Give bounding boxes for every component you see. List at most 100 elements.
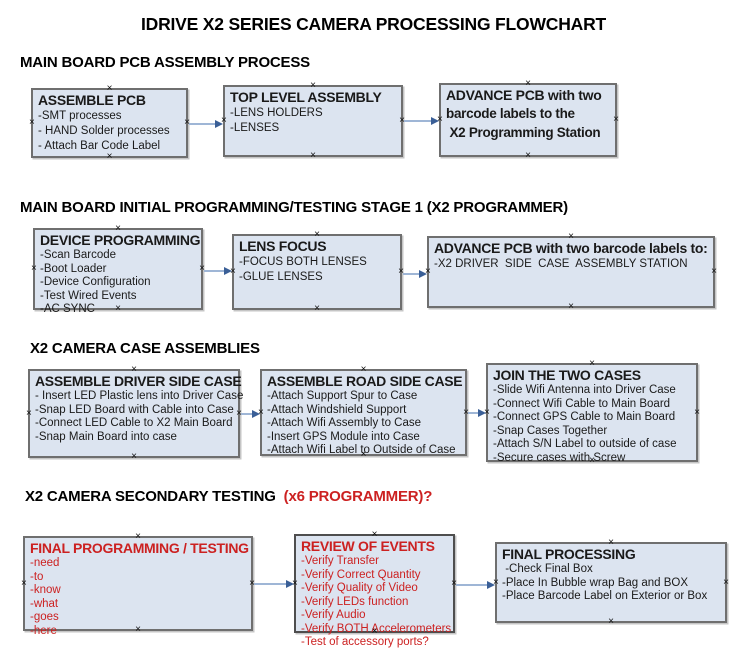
arrow-line	[204, 269, 224, 272]
flow-arrow	[468, 408, 486, 417]
flow-arrow	[254, 579, 294, 588]
box-item: -FOCUS BOTH LENSES	[239, 256, 367, 268]
arrow-line	[456, 583, 487, 586]
box-item: -need	[30, 557, 60, 569]
page-title: IDRIVE X2 SERIES CAMERA PROCESSING FLOWC…	[140, 14, 607, 34]
box-item: -Attach Support Spur to Case	[267, 390, 418, 402]
box-item: -Slide Wifi Antenna into Driver Case	[493, 384, 676, 396]
box-item: -Test of accessory ports?	[301, 636, 429, 648]
box-item: barcode labels to the	[446, 106, 575, 121]
flow-box-assemble-pcb: ASSEMBLE PCB -SMT processes - HAND Solde…	[29, 84, 190, 162]
box-title: ASSEMBLE DRIVER SIDE CASE	[35, 373, 242, 389]
anchor-x-icon: ×	[106, 151, 113, 162]
arrow-line	[189, 122, 215, 125]
box-item: -LENS HOLDERS	[230, 107, 323, 119]
box-item: -Verify LEDs function	[301, 595, 409, 608]
anchor-x-icon: ×	[608, 616, 614, 627]
box-item: -GLUE LENSES	[239, 271, 323, 283]
box-item: -Verify Audio	[301, 609, 366, 621]
flow-arrow	[404, 116, 439, 125]
box-item: -Connect GPS Cable to Main Board	[493, 411, 676, 423]
arrow-head-icon	[252, 409, 260, 418]
box-title: TOP LEVEL ASSEMBLY	[230, 89, 382, 105]
box-item: -Check Final Box	[502, 563, 593, 575]
flow-box-device-programming: DEVICE PROGRAMMING -Scan Barcode -Boot L…	[31, 224, 205, 316]
anchor-x-icon: ×	[131, 451, 137, 462]
flow-box-review-of-events: REVIEW OF EVENTS -Verify Transfer -Verif…	[292, 530, 457, 649]
box-item: -what	[30, 597, 59, 610]
box-item: -Snap LED Board with Cable into Case	[35, 403, 234, 416]
arrow-head-icon	[419, 269, 427, 278]
flow-arrow	[456, 580, 495, 589]
arrow-head-icon	[478, 408, 486, 417]
arrow-head-icon	[215, 119, 223, 128]
heading-red-part: (x6 PROGRAMMER)?	[279, 488, 433, 505]
anchor-x-icon: ×	[21, 577, 27, 589]
box-item: -Attach S/N Label to outside of case	[493, 438, 677, 450]
box-item: -know	[30, 584, 61, 596]
box-item: -goes	[30, 611, 59, 623]
arrow-head-icon	[286, 579, 294, 588]
box-item: -Connect LED Cable to X2 Main Board	[35, 417, 233, 429]
box-item: -Scan Barcode	[40, 249, 117, 261]
box-title: ASSEMBLE ROAD SIDE CASE	[267, 373, 463, 389]
flow-arrow	[403, 269, 427, 278]
arrow-line	[404, 119, 431, 122]
flow-arrow	[241, 409, 260, 418]
flow-box-join-the-two-cases: JOIN THE TWO CASES -Slide Wifi Antenna i…	[484, 359, 700, 466]
arrow-line	[241, 412, 252, 415]
box-item: -SMT processes	[38, 110, 122, 122]
arrow-line	[254, 582, 286, 585]
section-heading-pcb-assembly: MAIN BOARD PCB ASSEMBLY PROCESS	[20, 54, 310, 71]
flow-box-assemble-driver-side-case: ASSEMBLE DRIVER SIDE CASE - Insert LED P…	[26, 365, 244, 462]
box-item: -Snap Main Board into case	[35, 430, 177, 443]
arrow-head-icon	[487, 580, 495, 589]
box-item: -Place Barcode Label on Exterior or Box	[502, 590, 708, 602]
box-title: ADVANCE PCB with two	[446, 87, 602, 103]
box-item: -Secure cases with Screw	[493, 451, 626, 464]
flow-box-top-level-assembly: TOP LEVEL ASSEMBLY -LENS HOLDERS -LENSES…	[221, 81, 405, 161]
box-item: X2 Programming Station	[446, 125, 601, 140]
box-item: -Verify Quality of Video	[301, 582, 418, 594]
box-item: -Connect Wifi Cable to Main Board	[493, 397, 671, 410]
flow-arrow	[204, 266, 232, 275]
box-item: -X2 DRIVER SIDE CASE ASSEMBLY STATION	[434, 258, 688, 270]
box-item: - Attach Bar Code Label	[38, 140, 161, 152]
box-title: LENS FOCUS	[239, 238, 327, 254]
anchor-x-icon: ×	[26, 407, 32, 419]
box-title: REVIEW OF EVENTS	[301, 538, 435, 554]
flow-box-lens-focus: LENS FOCUS -FOCUS BOTH LENSES -GLUE LENS…	[230, 230, 404, 314]
box-item: - Insert LED Plastic lens into Driver Ca…	[35, 390, 244, 402]
anchor-x-icon: ×	[314, 303, 320, 314]
section-heading-case-assemblies: X2 CAMERA CASE ASSEMBLIES	[30, 340, 260, 357]
box-item: -Insert GPS Module into Case	[267, 430, 420, 443]
box-item: -Place In Bubble wrap Bag and BOX	[502, 576, 689, 589]
arrow-line	[468, 411, 478, 414]
flow-arrow	[189, 119, 223, 128]
box-item: -Device Configuration	[40, 276, 151, 288]
anchor-x-icon: ×	[310, 150, 316, 161]
flow-box-advance-pcb-driver-side: ADVANCE PCB with two barcode labels to: …	[425, 232, 717, 312]
box-item: -Test Wired Events	[40, 289, 137, 302]
flow-box-final-programming-testing: FINAL PROGRAMMING / TESTING -need -to -k…	[21, 532, 255, 637]
box-item: -Boot Loader	[40, 262, 107, 275]
heading-black-part: X2 CAMERA SECONDARY TESTING	[25, 488, 280, 505]
anchor-x-icon: ×	[29, 117, 35, 128]
box-title: JOIN THE TWO CASES	[493, 367, 641, 383]
anchor-x-icon: ×	[568, 301, 574, 312]
section-heading-initial-programming: MAIN BOARD INITIAL PROGRAMMING/TESTING S…	[20, 199, 568, 216]
box-item: -Verify Transfer	[301, 555, 379, 567]
box-item: -LENSES	[230, 122, 280, 134]
flow-box-advance-pcb-programming-station: ADVANCE PCB with two barcode labels to t…	[437, 79, 619, 161]
box-item: -Verify BOTH Accelerometers	[301, 622, 452, 635]
arrow-head-icon	[431, 116, 439, 125]
arrow-head-icon	[224, 266, 232, 275]
box-item: -to	[30, 570, 44, 583]
box-item: -here	[30, 624, 57, 637]
flow-box-final-processing: FINAL PROCESSING -Check Final Box -Place…	[493, 538, 729, 627]
arrow-line	[403, 272, 419, 275]
box-title: DEVICE PROGRAMMING	[40, 232, 201, 248]
box-item: -AC SYNC	[40, 303, 95, 315]
flow-box-assemble-road-side-case: ASSEMBLE ROAD SIDE CASE -Attach Support …	[258, 365, 469, 460]
